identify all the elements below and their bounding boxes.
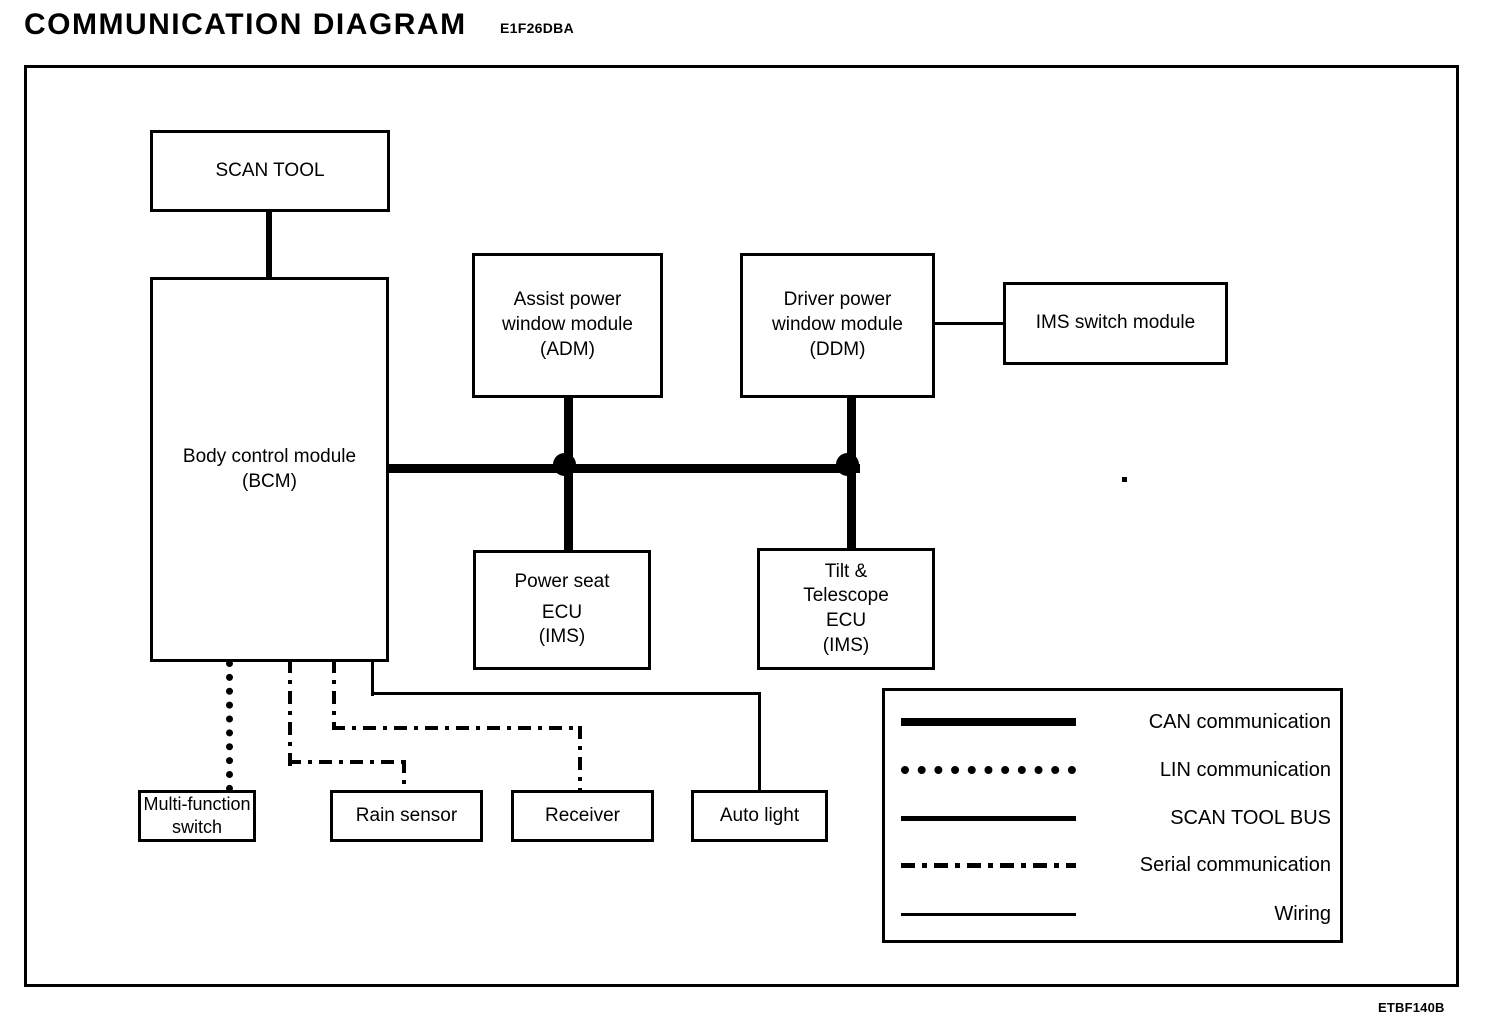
node-tilt-line1: Tilt & [824,560,868,582]
diagram-reference-code: E1F26DBA [500,20,574,36]
wiring-bcm-to-auto-light-seg3 [758,692,761,792]
legend-row-serial: Serial communication [885,848,1340,882]
node-power-seat-line3: (IMS) [538,626,586,648]
legend-label-scan-tool-bus: SCAN TOOL BUS [1170,807,1331,829]
legend-row-scan-tool-bus: SCAN TOOL BUS [885,801,1340,835]
node-auto-light-line1: Auto light [719,804,800,826]
node-ims-switch-line1: IMS switch module [1035,312,1196,334]
legend-sample-lin-icon [901,753,1076,787]
node-tilt-line4: (IMS) [822,634,870,656]
diagram-frame [24,65,1459,987]
legend-row-can: CAN communication [885,705,1340,739]
node-receiver-line1: Receiver [545,804,620,826]
legend-label-serial: Serial communication [1139,854,1331,876]
legend-sample-serial-icon [901,848,1076,882]
node-mfsw-line2: switch [172,817,223,837]
can-junction-dot-right [836,453,859,476]
node-body-control-module[interactable]: Body control module (BCM) [150,277,389,662]
node-power-seat-line1: Power seat [514,570,610,592]
serial-bcm-to-rain-sensor-seg3 [402,760,406,792]
page-title: COMMUNICATION DIAGRAM [24,8,467,41]
node-ddm-line1: Driver power [783,289,892,311]
legend-sample-wiring-icon [901,897,1076,931]
node-ddm-line2: window module [772,314,903,336]
node-power-seat-line2: ECU [541,601,583,623]
legend-label-lin: LIN communication [1159,759,1331,781]
node-receiver[interactable]: Receiver [511,790,654,842]
node-bcm-line2: (BCM) [242,470,297,492]
node-scan-tool[interactable]: SCAN TOOL [150,130,390,212]
node-tilt-line2: Telescope [803,585,889,607]
node-multi-function-switch[interactable]: Multi-function switch [138,790,256,842]
node-adm-line1: Assist power [513,289,622,311]
legend-box: CAN communication LIN communication SCAN… [882,688,1343,943]
node-power-seat-ecu[interactable]: Power seat ECU (IMS) [473,550,651,670]
node-mfsw-line1: Multi-function [143,793,251,814]
node-tilt-line3: ECU [825,610,867,631]
can-bus-backbone [389,464,860,473]
lin-bcm-to-multifunction-switch [226,660,233,792]
serial-bcm-to-rain-sensor-seg2 [288,760,406,764]
node-adm-line2: window module [502,314,633,336]
scan-tool-bus-line [266,210,272,280]
scan-artifact-speck [1122,477,1127,482]
node-auto-light[interactable]: Auto light [691,790,828,842]
legend-label-can: CAN communication [1148,711,1331,733]
legend-sample-scan-tool-bus-icon [901,801,1076,835]
node-rain-sensor[interactable]: Rain sensor [330,790,483,842]
legend-row-lin: LIN communication [885,753,1340,787]
wiring-bcm-to-auto-light-seg1 [371,660,374,696]
node-adm-line3: (ADM) [540,338,595,360]
serial-bcm-to-receiver-seg1 [332,660,336,730]
legend-sample-can-icon [901,705,1076,739]
can-junction-dot-left [553,453,576,476]
node-ddm-line3: (DDM) [809,338,866,360]
wiring-bcm-to-auto-light-seg2 [371,692,761,695]
serial-bcm-to-receiver-seg2 [332,726,582,730]
node-driver-power-window-module[interactable]: Driver power window module (DDM) [740,253,935,398]
node-scan-tool-line1: SCAN TOOL [215,159,325,181]
serial-bcm-to-receiver-seg3 [578,726,582,792]
node-ims-switch-module[interactable]: IMS switch module [1003,282,1228,365]
serial-bcm-to-rain-sensor-seg1 [288,660,292,766]
node-tilt-telescope-ecu[interactable]: Tilt & Telescope ECU (IMS) [757,548,935,670]
node-bcm-line1: Body control module [182,445,357,467]
legend-label-wiring: Wiring [1274,903,1331,925]
figure-id-code: ETBF140B [1378,1000,1445,1015]
node-rain-sensor-line1: Rain sensor [355,804,458,826]
wiring-ddm-to-ims-switch [933,322,1005,325]
node-assist-power-window-module[interactable]: Assist power window module (ADM) [472,253,663,398]
legend-row-wiring: Wiring [885,897,1340,931]
